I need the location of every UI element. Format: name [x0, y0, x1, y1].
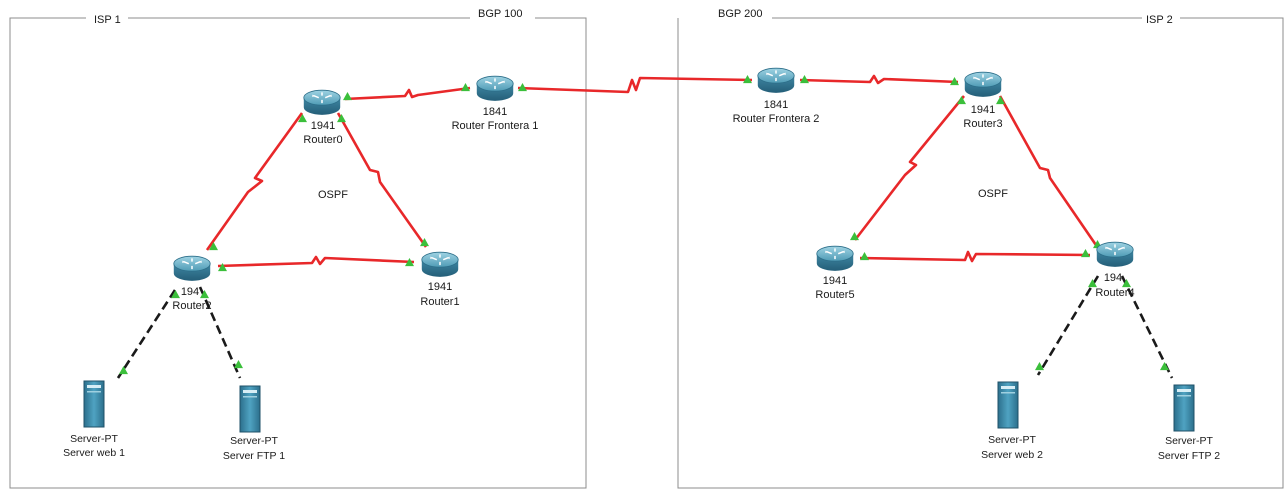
router-icon — [173, 255, 211, 282]
router1-name: Router1 — [420, 296, 459, 308]
router-icon — [303, 89, 341, 116]
server-ftp-1[interactable]: Server-PT Server FTP 1 — [223, 385, 285, 462]
server-web2-name: Server web 2 — [981, 449, 1043, 461]
server-ftp2-name: Server FTP 2 — [1158, 450, 1220, 462]
server-icon — [1173, 384, 1195, 432]
frontera2-name: Router Frontera 2 — [733, 113, 820, 125]
link-router2-serverftp1 — [198, 286, 242, 379]
router3-name: Router3 — [963, 118, 1002, 130]
router-icon — [816, 245, 854, 272]
server-web-1[interactable]: Server-PT Server web 1 — [63, 380, 125, 459]
link-router4-serverftp2 — [1120, 275, 1174, 379]
link-router0-frontera1 — [344, 86, 471, 101]
isp2-area-border — [677, 17, 1284, 489]
link-router0-router1 — [336, 112, 428, 248]
server-icon — [997, 381, 1019, 429]
router-frontera-1[interactable]: 1841 Router Frontera 1 — [452, 75, 539, 132]
router4-model: 194 — [1104, 272, 1122, 284]
server-ftp-2[interactable]: Server-PT Server FTP 2 — [1158, 384, 1220, 462]
router0-model: 1941 — [311, 120, 335, 132]
router-icon — [964, 71, 1002, 98]
port-indicators — [119, 75, 1169, 375]
router-icon — [421, 251, 459, 278]
frontera1-name: Router Frontera 1 — [452, 120, 539, 132]
bgp200-label: BGP 200 — [718, 8, 762, 20]
router-frontera-2[interactable]: 1841 Router Frontera 2 — [733, 67, 820, 125]
router4[interactable]: 194 Router4 — [1095, 241, 1135, 299]
ospf-right-label: OSPF — [978, 188, 1008, 200]
frontera1-model: 1841 — [483, 106, 507, 118]
router5[interactable]: 1941 Router5 — [815, 245, 855, 301]
isp1-area-border — [9, 17, 587, 489]
server-ftp1-model: Server-PT — [230, 435, 278, 447]
router2[interactable]: 194 Router2 — [172, 255, 212, 312]
link-router2-serverweb1 — [116, 289, 177, 379]
frontera2-model: 1841 — [764, 99, 788, 111]
server-icon — [239, 385, 261, 433]
bgp100-label: BGP 100 — [478, 8, 522, 20]
server-web-2[interactable]: Server-PT Server web 2 — [981, 381, 1043, 461]
router-icon — [757, 67, 795, 94]
server-ftp2-model: Server-PT — [1165, 435, 1213, 447]
router0-name: Router0 — [303, 134, 342, 146]
router3[interactable]: 1941 Router3 — [963, 71, 1003, 130]
server-ftp1-name: Server FTP 1 — [223, 450, 285, 462]
link-router0-router2 — [205, 112, 304, 251]
router-icon — [1096, 241, 1134, 268]
link-frontera2-router3 — [799, 74, 959, 85]
ospf-left-label: OSPF — [318, 189, 348, 201]
isp2-label: ISP 2 — [1146, 14, 1173, 26]
router1-model: 1941 — [428, 281, 452, 293]
server-web1-model: Server-PT — [70, 433, 118, 445]
router3-model: 1941 — [971, 104, 995, 116]
router5-name: Router5 — [815, 289, 854, 301]
router2-model: 194 — [181, 286, 199, 298]
link-router2-router1 — [217, 255, 415, 268]
link-router4-serverweb2 — [1036, 275, 1100, 376]
link-router3-router5 — [853, 95, 966, 241]
server-icon — [83, 380, 105, 428]
router0[interactable]: 1941 Router0 — [303, 89, 343, 146]
router5-model: 1941 — [823, 275, 847, 287]
server-web2-model: Server-PT — [988, 434, 1036, 446]
router1[interactable]: 1941 Router1 — [420, 251, 460, 308]
router2-name: Router2 — [172, 300, 211, 312]
server-web1-name: Server web 1 — [63, 447, 125, 459]
link-router5-router4 — [859, 250, 1091, 263]
router4-name: Router4 — [1095, 287, 1134, 299]
link-frontera1-frontera2 — [517, 76, 753, 94]
isp1-label: ISP 1 — [94, 14, 121, 26]
router-icon — [476, 75, 514, 102]
link-router3-router4 — [998, 95, 1100, 249]
